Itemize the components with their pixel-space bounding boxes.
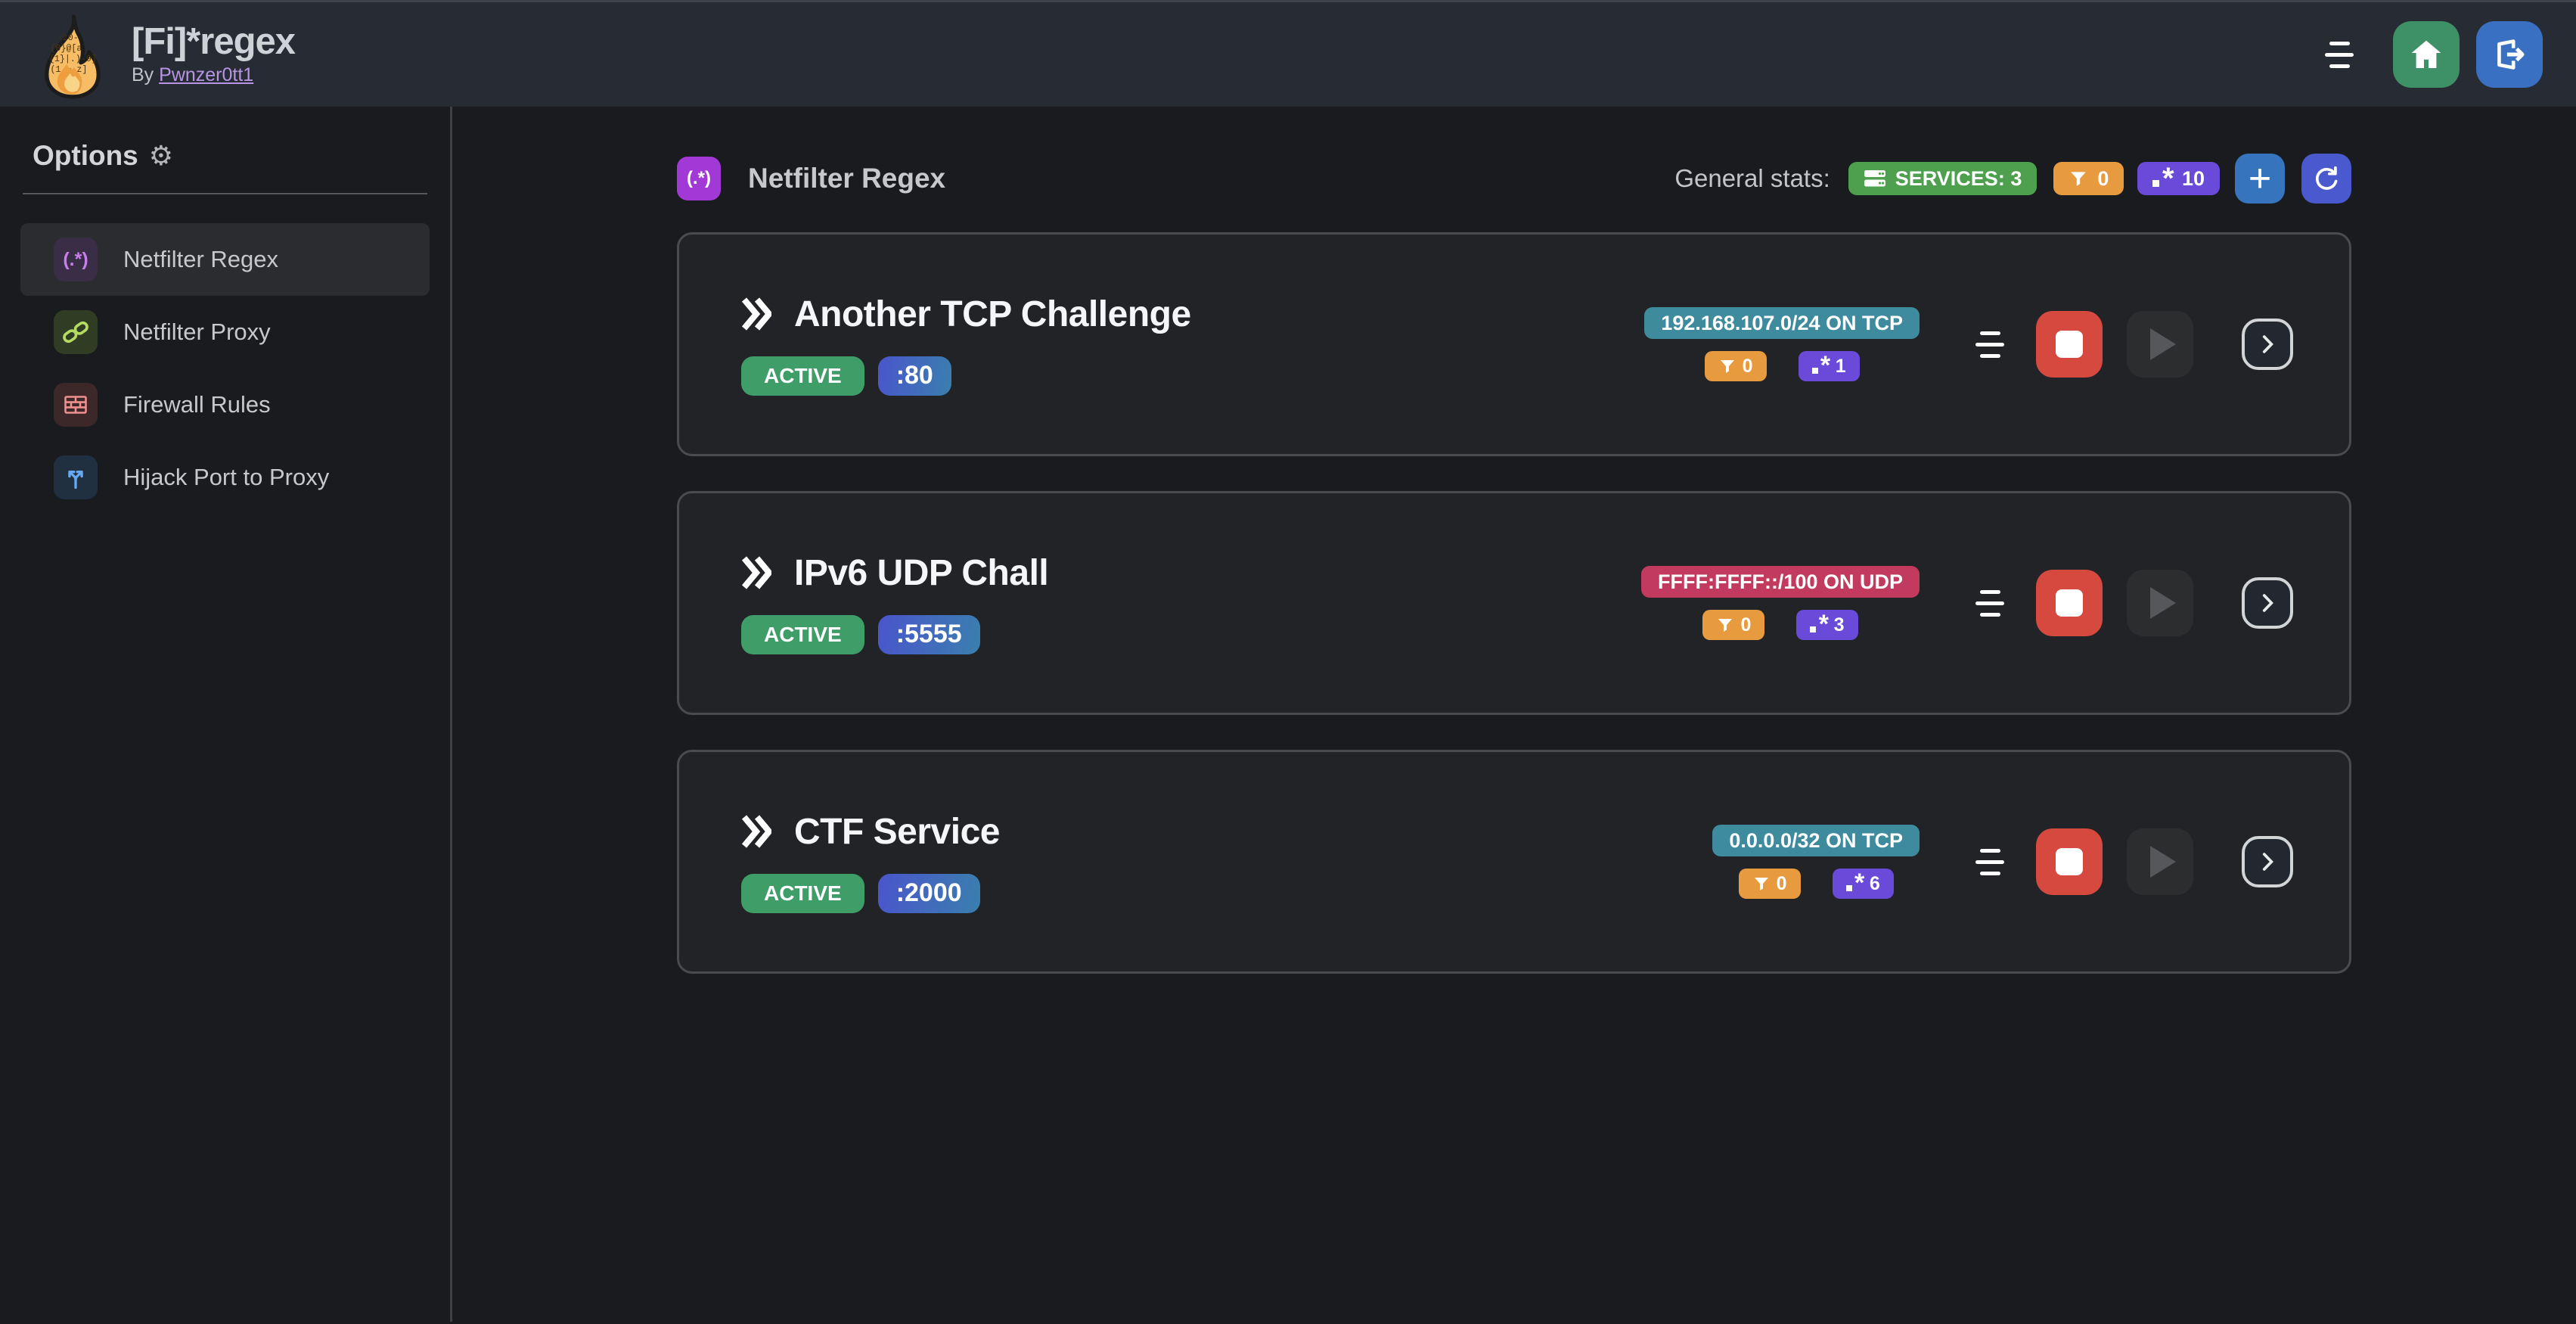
gear-icon: ⚙ [148, 140, 174, 171]
network-badges: 0.0.0.0/32 ON TCP 0 * 6 [1712, 825, 1920, 899]
double-chevron-icon [741, 556, 771, 589]
dot-star-icon: * [1845, 870, 1864, 896]
play-icon [2150, 587, 2176, 619]
sidebar-menu: (.*) Netfilter Regex Netfilter Proxy [20, 223, 430, 514]
global-regex-badge: * 10 [2137, 162, 2220, 195]
service-name: IPv6 UDP Chall [794, 552, 1049, 593]
dot-star-icon: * [1810, 611, 1828, 637]
options-heading: Options [33, 140, 138, 171]
service-regex-badge: * 1 [1798, 351, 1860, 381]
stop-icon [2056, 848, 2083, 875]
cidr-badge: 192.168.107.0/24 ON TCP [1644, 307, 1920, 339]
global-filter-badge: 0 [2053, 162, 2124, 195]
status-badge: ACTIVE [741, 873, 864, 913]
page-header: (.*) Netfilter Regex General stats: SERV… [677, 154, 2351, 204]
service-name: CTF Service [794, 811, 1000, 852]
sidebar-item-netfilter-regex[interactable]: (.*) Netfilter Regex [20, 223, 430, 296]
chevron-right-icon [2262, 335, 2273, 353]
filter-funnel-icon [1720, 360, 1734, 373]
app-title-block: [Fi]*regex By Pwnzer0tt1 [132, 21, 296, 86]
service-filter-badge: 0 [1704, 351, 1767, 381]
services-count-badge: SERVICES: 3 [1848, 162, 2038, 195]
network-badges: FFFF:FFFF::/100 ON UDP 0 * 3 [1641, 566, 1920, 640]
service-filter-badge: 0 [1738, 869, 1801, 899]
stop-icon [2056, 331, 2083, 358]
svg-text:-z0-: -z0- [57, 33, 79, 43]
regex-paren-star-icon: (.*) [54, 238, 98, 281]
service-card: CTF Service ACTIVE :2000 0.0.0.0/32 ON T… [677, 750, 2351, 974]
stop-service-button[interactable] [2036, 570, 2103, 636]
port-badge: :5555 [877, 614, 980, 654]
service-regex-badge: * 6 [1832, 869, 1894, 899]
cidr-badge: FFFF:FFFF::/100 ON UDP [1641, 566, 1920, 598]
chevron-right-icon [2262, 853, 2273, 871]
filter-funnel-icon [1718, 619, 1733, 632]
topbar: -z0- {0}@[a {1}|.)-9] (1 ~ z] [Fi]*regex… [0, 0, 2576, 107]
double-chevron-icon [741, 297, 771, 331]
open-service-button[interactable] [2242, 836, 2293, 887]
service-card: Another TCP Challenge ACTIVE :80 192.168… [677, 232, 2351, 456]
start-service-button[interactable] [2127, 311, 2193, 378]
status-badge: ACTIVE [741, 356, 864, 396]
logout-icon [2497, 39, 2525, 70]
status-badge: ACTIVE [741, 614, 864, 654]
sidebar-heading: Options ⚙ [20, 140, 430, 172]
stop-icon [2056, 589, 2083, 617]
stop-service-button[interactable] [2036, 828, 2103, 895]
split-arrows-icon [54, 455, 98, 499]
service-regex-badge: * 3 [1796, 610, 1858, 640]
page-title: Netfilter Regex [748, 163, 946, 194]
menu-icon[interactable] [2325, 41, 2354, 68]
add-service-button[interactable]: + [2235, 154, 2285, 204]
chevron-right-icon [2262, 594, 2273, 612]
refresh-icon [2315, 166, 2338, 190]
byline-prefix: By [132, 64, 154, 85]
port-badge: :2000 [877, 873, 980, 913]
netfilter-regex-icon: (.*) [677, 157, 721, 200]
svg-text:{0}@[a: {0}@[a [50, 43, 82, 54]
network-badges: 192.168.107.0/24 ON TCP 0 * 1 [1644, 307, 1920, 381]
byline: By Pwnzer0tt1 [132, 64, 295, 86]
author-link[interactable]: Pwnzer0tt1 [159, 64, 254, 85]
logout-button[interactable] [2476, 21, 2543, 88]
filter-funnel-icon [2071, 172, 2087, 186]
chain-link-icon [54, 310, 98, 354]
service-menu-icon[interactable] [1975, 331, 2004, 358]
svg-text:{1}|.)-9]: {1}|.)-9] [49, 54, 97, 64]
filter-funnel-icon [1754, 878, 1768, 890]
start-service-button[interactable] [2127, 570, 2193, 636]
refresh-button[interactable] [2301, 154, 2351, 204]
service-name: Another TCP Challenge [794, 294, 1191, 334]
dot-star-icon: * [2152, 163, 2173, 193]
open-service-button[interactable] [2242, 577, 2293, 629]
sidebar-item-hijack-port[interactable]: Hijack Port to Proxy [20, 441, 430, 514]
service-menu-icon[interactable] [1975, 848, 2004, 875]
brick-wall-icon [54, 383, 98, 427]
port-badge: :80 [877, 356, 951, 396]
main-area: (.*) Netfilter Regex General stats: SERV… [452, 107, 2576, 1322]
sidebar-item-netfilter-proxy[interactable]: Netfilter Proxy [20, 296, 430, 368]
open-service-button[interactable] [2242, 319, 2293, 370]
plus-icon: + [2248, 157, 2272, 200]
flame-logo: -z0- {0}@[a {1}|.)-9] (1 ~ z] [45, 14, 101, 99]
sidebar-divider [23, 193, 427, 194]
home-button[interactable] [2393, 21, 2460, 88]
general-stats-label: General stats: [1674, 164, 1830, 192]
service-card: IPv6 UDP Chall ACTIVE :5555 FFFF:FFFF::/… [677, 491, 2351, 715]
service-list: Another TCP Challenge ACTIVE :80 192.168… [677, 232, 2351, 974]
play-icon [2150, 328, 2176, 360]
home-icon [2411, 40, 2441, 68]
double-chevron-icon [741, 815, 771, 848]
dot-star-icon: * [1811, 353, 1830, 378]
play-icon [2150, 846, 2176, 878]
server-icon [1864, 170, 1885, 187]
cidr-badge: 0.0.0.0/32 ON TCP [1712, 825, 1920, 856]
sidebar: Options ⚙ (.*) Netfilter Regex Netfilter… [0, 107, 452, 1322]
start-service-button[interactable] [2127, 828, 2193, 895]
app-title: [Fi]*regex [132, 21, 296, 63]
stop-service-button[interactable] [2036, 311, 2103, 378]
service-menu-icon[interactable] [1975, 589, 2004, 617]
service-filter-badge: 0 [1702, 610, 1765, 640]
sidebar-item-firewall-rules[interactable]: Firewall Rules [20, 368, 430, 441]
